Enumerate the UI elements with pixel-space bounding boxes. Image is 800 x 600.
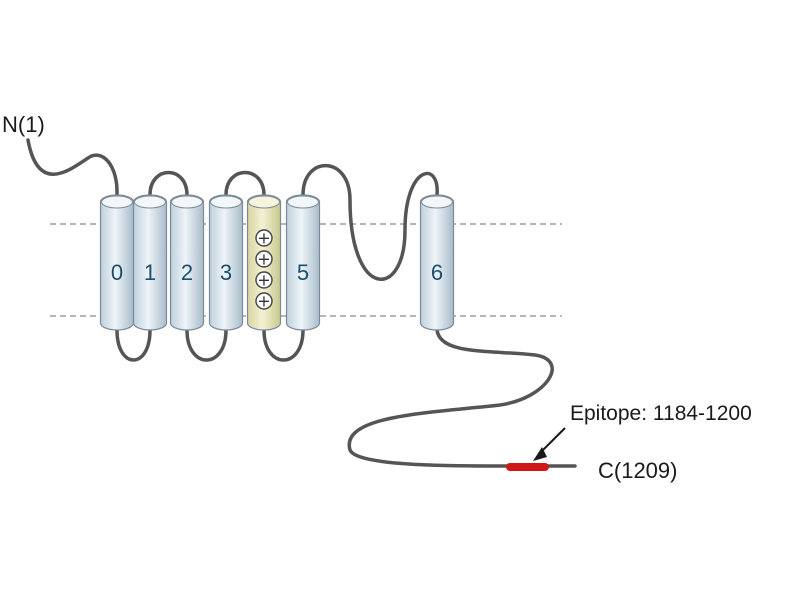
positive-charge-glyph: + [257,229,270,248]
positive-charge-glyph: + [257,292,270,311]
helix-top-cap [171,195,203,209]
epitope-arrowhead [533,447,547,461]
positive-charge-glyph: + [257,271,270,290]
positive-charge-icon [255,229,273,247]
helix-body [208,194,244,331]
helix-number-label: 3 [220,260,232,285]
helix-number-label: 5 [297,260,309,285]
positive-charge-glyph: + [257,250,270,269]
loop-out-1-2 [148,170,189,197]
loop-out-3-4 [224,170,266,197]
positive-charge-icon [255,271,273,289]
helix-segment-0: 0 [99,194,135,331]
helix-top-cap [134,195,166,209]
helix-segment-5: 5 [285,194,321,331]
helix-top-cap [248,195,280,209]
n-terminus-label: N(1) [2,112,45,137]
helix-segment-2: 2 [169,194,205,331]
helix-top-cap [421,195,453,209]
loop-in-0-1 [115,328,152,362]
helix-segment-6: 6 [419,194,455,331]
helix-body [169,194,205,331]
helix-top-cap [287,195,319,209]
helix-body [132,194,168,331]
helix-s4-voltage-sensor: + + + + [246,194,282,331]
epitope-label: Epitope: 1184-1200 [570,402,752,425]
helix-number-label: 1 [144,260,156,285]
polypeptide-chain [26,138,577,468]
loop-in-4-5 [262,328,305,362]
c-terminal-tail [347,328,577,468]
helix-number-label: 0 [111,260,123,285]
helix-segment-1: 1 [132,194,168,331]
loop-in-2-3 [185,328,228,362]
c-terminus-label: C(1209) [598,458,677,483]
helix-number-label: 2 [181,260,193,285]
positive-charge-icon [255,250,273,268]
helix-top-cap [101,195,133,209]
helix-segment-3: 3 [208,194,244,331]
helix-body [285,194,321,331]
positive-charge-icon [255,292,273,310]
helix-body [419,194,455,331]
helix-number-label: 6 [431,260,443,285]
loop-out-5-6 [301,163,439,281]
helix-top-cap [210,195,242,209]
n-terminal-tail [26,138,119,197]
